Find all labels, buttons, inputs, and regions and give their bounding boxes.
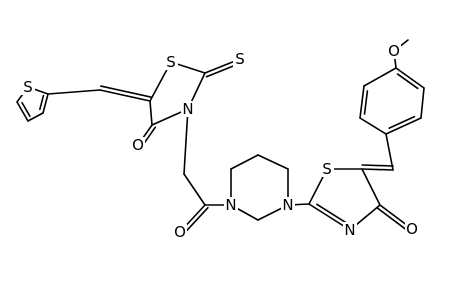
- bond-T4-T5: [27, 112, 44, 122]
- rhodanine-nitrogen-label-background: [181, 101, 195, 117]
- methoxy-oxygen-label-background: [387, 43, 401, 59]
- bond-C7-B1: [385, 133, 394, 171]
- bond-R5-R1: [149, 100, 153, 126]
- thione-sulfur-label-background: [233, 51, 247, 67]
- bond-B6-B1: [385, 117, 422, 135]
- thiazolone-nitrogen-label: N: [344, 221, 355, 239]
- rhodanine-carbonyl-oxygen-label-background: [131, 137, 145, 153]
- bond-B4-B5: [395, 67, 425, 89]
- bond-B2-B3: [359, 85, 365, 119]
- bond-B4-B5-double: [396, 73, 419, 90]
- piperazine-nitrogen-left-label-background: [224, 197, 238, 213]
- atom-label-layer: S S S N O O N N S N O O: [21, 42, 419, 241]
- bond-T3-C6: [47, 89, 101, 95]
- bond-Z3-Z4: [361, 168, 381, 206]
- amide-oxygen-label: O: [174, 223, 186, 241]
- rhodanine-ring-sulfur-label-background: [164, 54, 178, 70]
- methoxy-oxygen-label: O: [388, 42, 400, 60]
- piperazine-nitrogen-left-label: N: [225, 196, 236, 214]
- bond-PZ2-PZ3: [230, 154, 259, 170]
- piperazine-nitrogen-right-label-background: [281, 197, 295, 213]
- bond-Z3-C7: [361, 168, 394, 171]
- bond-T5-T1-double: [21, 101, 31, 118]
- thiophene-sulfur-label-background: [21, 79, 35, 95]
- thiophene-sulfur-label: S: [23, 78, 33, 96]
- piperazine-nitrogen-right-label: N: [282, 196, 293, 214]
- thiazolone-sulfur-label-background: [320, 161, 334, 177]
- bond-C6-R1: [99, 89, 151, 102]
- thiazolone-carbonyl-oxygen-label-background: [405, 221, 419, 237]
- bond-T5-T1: [16, 101, 29, 122]
- rhodanine-ring-sulfur-label: S: [166, 53, 176, 71]
- bond-Z5-Z1-double: [316, 203, 348, 224]
- bond-PZ3-PZ4: [257, 154, 289, 170]
- bond-T3-T4: [42, 93, 49, 114]
- rhodanine-nitrogen-label: N: [182, 100, 193, 118]
- bond-CA-OA-double: [182, 206, 209, 236]
- bond-CH2-CA: [183, 173, 206, 206]
- bond-CH1-CH2: [183, 140, 187, 175]
- bond-T3-T4-double: [39, 94, 45, 111]
- bond-B5-B6: [420, 87, 425, 119]
- bond-B2-B3-double: [363, 90, 369, 115]
- bond-B3-B4: [363, 67, 397, 87]
- thiazolone-carbonyl-oxygen-label: O: [406, 220, 418, 238]
- thione-sulfur-label: S: [235, 50, 245, 68]
- bond-B1-B2: [359, 117, 387, 135]
- bond-Z4-OZ-double: [376, 207, 411, 233]
- bond-layer: [16, 39, 425, 236]
- amide-oxygen-label-background: [173, 224, 187, 240]
- bond-B6-B1-double: [388, 115, 416, 129]
- rhodanine-carbonyl-oxygen-label: O: [132, 136, 144, 154]
- thiazolone-sulfur-label: S: [322, 160, 332, 178]
- bond-C6-R1-double: [100, 85, 152, 98]
- bond-Z3-C7-double: [361, 164, 394, 167]
- thiazolone-nitrogen-label-background: [343, 222, 357, 238]
